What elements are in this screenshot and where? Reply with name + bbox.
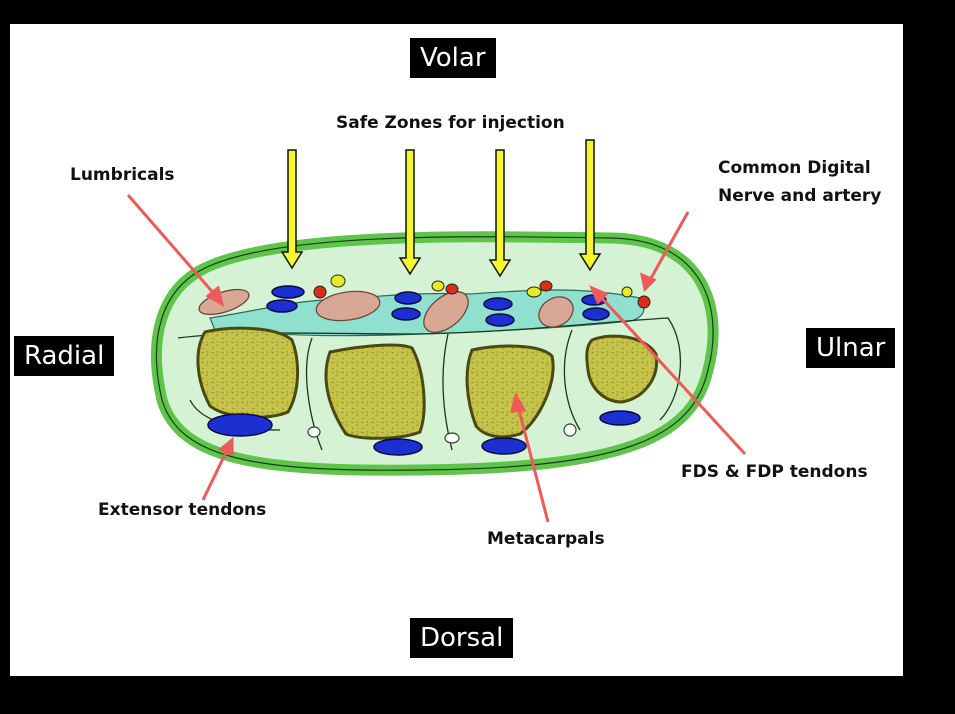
safe-zones-label: Safe Zones for injection — [336, 113, 565, 133]
volar-label: Volar — [410, 38, 496, 78]
safe-zone-arrows — [280, 139, 602, 278]
digital-nerve-label-line1: Common Digital — [718, 158, 871, 178]
extensor-tendon-group — [207, 410, 641, 456]
flexor-tendon-group — [266, 285, 610, 327]
interosseous-spaces — [307, 423, 577, 444]
metacarpal-bones — [196, 326, 659, 440]
radial-label: Radial — [14, 336, 115, 376]
extensor-tendon — [373, 438, 423, 456]
metacarpals-label: Metacarpals — [487, 529, 605, 549]
dorsal-label: Dorsal — [410, 618, 514, 658]
safe-zone-arrow — [398, 149, 422, 276]
metacarpal-2 — [196, 326, 300, 419]
pointer-arrows — [126, 194, 747, 523]
fds-fdp-label: FDS & FDP tendons — [681, 462, 868, 482]
lumbricals-label: Lumbricals — [70, 165, 175, 185]
extensor-tendons-label: Extensor tendons — [98, 500, 267, 520]
digital-nerve-label-line2: Nerve and artery — [718, 186, 882, 206]
digital-nerve-artery-group — [313, 274, 651, 309]
extensor-tendon — [207, 413, 273, 437]
safe-zone-arrow — [488, 149, 512, 278]
metacarpal-4 — [465, 344, 555, 439]
safe-zone-arrow — [280, 149, 304, 270]
safe-zone-arrow — [578, 139, 602, 272]
lumbrical-group — [198, 288, 574, 333]
extensor-tendon — [481, 437, 527, 455]
ulnar-label: Ulnar — [806, 328, 896, 368]
metacarpal-3 — [324, 343, 426, 440]
compartment-septa — [177, 317, 682, 451]
extensor-tendon — [599, 410, 641, 426]
